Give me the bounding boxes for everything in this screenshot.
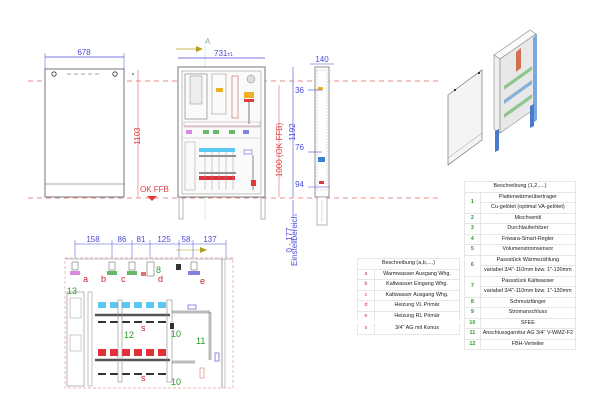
- total-height-dim: 1192: [288, 123, 297, 141]
- lock-icon: [51, 71, 57, 77]
- side-view: 140 36 76 94: [295, 55, 334, 226]
- section-arrow-icon: [196, 46, 203, 52]
- adjust-range-dim: 0 - 177: [285, 227, 294, 252]
- connection-label: c: [121, 274, 126, 284]
- manifold-mini: [199, 148, 236, 190]
- section-arrow-icon: [200, 247, 207, 253]
- offset-dim-1: 36: [295, 86, 304, 95]
- manifold-supply: [95, 302, 170, 317]
- connection-valve-a: [70, 261, 80, 275]
- front-view: 678 1103 OK FFB: [44, 48, 169, 201]
- floor-marker-icon: [147, 196, 157, 201]
- isometric-view: [447, 29, 537, 166]
- connection-valve-d: [141, 261, 155, 277]
- spacing-dim: 81: [137, 235, 146, 244]
- s-label: s: [141, 373, 146, 383]
- cabinet-leg: [260, 196, 266, 220]
- connection-label: b: [101, 274, 106, 284]
- spacing-dim: 58: [182, 235, 191, 244]
- section-marker: A: [205, 37, 211, 46]
- cabinet-leg: [178, 196, 184, 220]
- part-label: 10: [171, 377, 181, 387]
- controller: [244, 92, 254, 98]
- iso-leg: [495, 129, 499, 152]
- connection-label: a: [83, 274, 88, 284]
- connection-valve-c: [127, 261, 137, 275]
- offset-dim-3: 94: [295, 180, 304, 189]
- manifold-return: [95, 349, 170, 362]
- adjust-range-note: Einstellbereich: [290, 214, 299, 266]
- front-height-dim: 1103: [133, 127, 142, 145]
- spacing-dim: 137: [203, 235, 217, 244]
- s-label: s: [141, 323, 146, 333]
- spacing-dim: 86: [118, 235, 127, 244]
- mixing-valve: [216, 88, 223, 92]
- part-label: 10: [171, 329, 181, 339]
- open-width-dim: 731±1: [214, 49, 233, 58]
- connection-label: d: [158, 274, 163, 284]
- spacing-dim: 158: [86, 235, 100, 244]
- depth-dim: 140: [315, 55, 329, 64]
- table-header: Beschreibung (a,b,....): [357, 258, 460, 270]
- iso-leg: [530, 104, 534, 128]
- part-label: 13: [67, 286, 77, 296]
- part-label: 8: [156, 265, 161, 275]
- connection-label: e: [200, 276, 205, 286]
- connection-valves-row: [186, 130, 249, 134]
- spacing-dim: 125: [157, 235, 171, 244]
- offset-dim-2: 76: [295, 143, 304, 152]
- lock-icon: [112, 71, 118, 77]
- front-width-dim: 678: [77, 48, 91, 57]
- part-label: 11: [196, 336, 205, 346]
- heat-exchanger: [184, 73, 208, 120]
- iso-door: [447, 69, 483, 166]
- connection-valve-b: [107, 261, 117, 275]
- connection-valve-e: [188, 261, 200, 275]
- part-label: 12: [124, 330, 134, 340]
- floor-label: OK FFB: [140, 185, 169, 194]
- open-view: A 731±1: [176, 37, 299, 266]
- table-header: Beschreibung (1,2,....): [464, 181, 576, 193]
- cabinet-door: [44, 68, 125, 198]
- ok-ffb-height-dim: 1000 (OK FFB): [275, 123, 284, 178]
- detail-view: 158 86 81 125 58 137 a b c d e 8 13: [64, 235, 234, 389]
